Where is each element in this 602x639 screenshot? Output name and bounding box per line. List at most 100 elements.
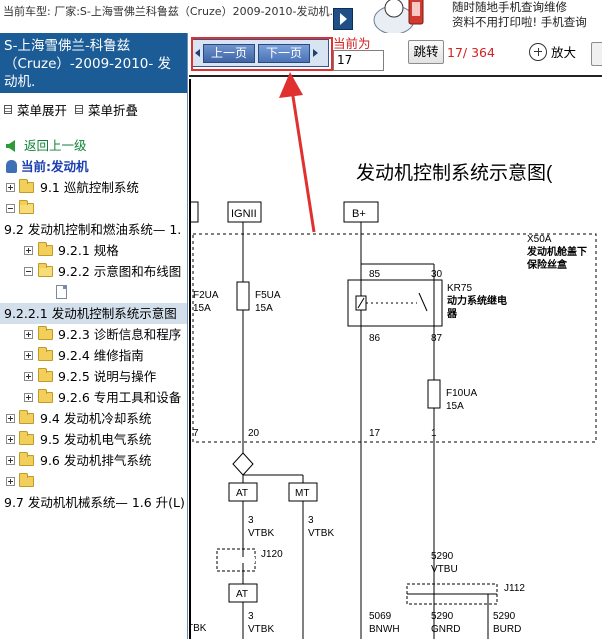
- tree-item-label: 9.2.4 维修指南: [58, 348, 144, 363]
- tree-item-label: 9.2.2 示意图和布线图: [58, 264, 182, 279]
- tree-item[interactable]: 9.4 发动机冷却系统: [0, 408, 187, 429]
- tree-item[interactable]: 9.2.6 专用工具和设备: [0, 387, 187, 408]
- relay-switch: [418, 292, 428, 312]
- tree-item-label: 9.2.3 诊断信息和程序: [58, 327, 182, 342]
- tree-item[interactable]: 9.5 发动机电气系统: [0, 429, 187, 450]
- tree-item-label: 9.4 发动机冷却系统: [40, 411, 152, 426]
- tree-item-label: 9.2.2.1 发动机控制系统示意图: [4, 306, 177, 321]
- fuse-box-outline: [192, 233, 597, 443]
- tree-item[interactable]: 9.6 发动机排气系统: [0, 450, 187, 471]
- expand-icon[interactable]: [6, 456, 15, 465]
- tree-item-label: 9.5 发动机电气系统: [40, 432, 152, 447]
- option-at-2: AT: [236, 589, 248, 600]
- tree-item-label: 9.2.6 专用工具和设备: [58, 390, 182, 405]
- page-number-input[interactable]: 17: [333, 50, 384, 71]
- option-mt: MT: [295, 488, 309, 499]
- tree-item[interactable]: 9.1 巡航控制系统: [0, 177, 187, 198]
- tree-item-label: 9.6 发动机排气系统: [40, 453, 152, 468]
- diagram-title: 发动机控制系统示意图(: [356, 162, 553, 184]
- tree-item[interactable]: 9.2.4 维修指南: [0, 345, 187, 366]
- ad-line-2: 资料不用打印啦! 手机查询: [452, 15, 587, 29]
- tree-view: 返回上一级 当前:发动机 9.1 巡航控制系统 9.2 发动机控制和燃油系统— …: [0, 135, 187, 513]
- expand-icon[interactable]: [24, 330, 33, 339]
- pin-1: 1: [431, 428, 437, 439]
- connector-ignii-label: IGNII: [231, 208, 257, 220]
- tree-item-label: 9.1 巡航控制系统: [40, 180, 139, 195]
- back-link[interactable]: 返回上一级: [0, 135, 187, 156]
- expand-icon[interactable]: [24, 351, 33, 360]
- expand-icon[interactable]: [24, 393, 33, 402]
- j112-label: J112: [504, 583, 525, 594]
- arrow-left-icon: [195, 49, 200, 57]
- pin-87: 87: [431, 333, 443, 344]
- folder-icon: [38, 326, 53, 340]
- tree-item[interactable]: [0, 282, 187, 303]
- collapse-icon[interactable]: [24, 267, 33, 276]
- menu-collapse-button[interactable]: 菜单折叠: [75, 100, 138, 119]
- pin-7: 7: [193, 428, 199, 439]
- next-page-button[interactable]: 下一页: [258, 43, 311, 63]
- annotation-arrow-head: [279, 72, 303, 98]
- tree-item[interactable]: 9.2.2 示意图和布线图: [0, 261, 187, 282]
- pin-17: 17: [369, 428, 381, 439]
- j120-label: J120: [261, 549, 283, 560]
- zoom-out-button[interactable]: [591, 42, 602, 66]
- x50a-name-2: 保险丝盒: [526, 258, 568, 271]
- zoom-in-label: 放大: [551, 45, 577, 60]
- connector-ignii: [227, 201, 262, 223]
- bottom-wire-burd: BURD: [493, 624, 521, 635]
- folder-icon: [19, 431, 34, 445]
- folder-icon: [19, 452, 34, 466]
- tree-item[interactable]: 9.2.1 规格: [0, 240, 187, 261]
- j120-gap: [231, 557, 255, 563]
- tree-item[interactable]: [0, 471, 187, 492]
- option-mt-box: [288, 482, 318, 502]
- expand-icon[interactable]: [24, 372, 33, 381]
- splice-diamond: [232, 452, 254, 476]
- tree-item[interactable]: 9.2 发动机控制和燃油系统— 1.: [0, 219, 187, 240]
- option-at-1: AT: [236, 488, 248, 499]
- prev-page-button[interactable]: 上一页: [203, 43, 256, 63]
- x50a-id: X50A: [527, 234, 552, 245]
- arrow-right-icon: [313, 49, 319, 57]
- back-arrow-icon: [6, 140, 15, 152]
- folder-icon: [19, 179, 34, 193]
- tree-item-label: 9.7 发动机机械系统— 1.6 升(L): [4, 495, 185, 510]
- expand-icon[interactable]: [6, 435, 15, 444]
- expand-icon[interactable]: [24, 246, 33, 255]
- tree-item[interactable]: 9.7 发动机机械系统— 1.6 升(L): [0, 492, 187, 513]
- tree-item[interactable]: [0, 198, 187, 219]
- tree-item-label: 9.2.5 说明与操作: [58, 369, 157, 384]
- tree-item[interactable]: 9.2.3 诊断信息和程序: [0, 324, 187, 345]
- option-at-box: [228, 482, 258, 502]
- expand-icon[interactable]: [6, 414, 15, 423]
- menu-expand-label: 菜单展开: [17, 103, 68, 118]
- collapse-icon[interactable]: [6, 204, 15, 213]
- expand-icon[interactable]: [6, 477, 15, 486]
- tree-item-selected[interactable]: 9.2.2.1 发动机控制系统示意图: [0, 303, 187, 324]
- ad-mascot-image[interactable]: [362, 0, 432, 33]
- main-content: 上一页 下一页 当前为 17 跳转 17/ 364 放大 发动机控制系统示意图(…: [189, 33, 602, 639]
- fuse-f10ua-amp: 15A: [446, 401, 464, 412]
- menu-expand-button[interactable]: 菜单展开: [4, 100, 67, 119]
- page-nav-group: 上一页 下一页: [191, 39, 329, 67]
- connector-box: [191, 201, 199, 223]
- option-at-box-2: [228, 583, 258, 603]
- wiring-diagram: 发动机控制系统示意图( IGNII B+ X50A 发动机舱盖下 保险丝盒 F2…: [189, 79, 602, 639]
- page-count: 17/ 364: [447, 45, 495, 60]
- zoom-in-button[interactable]: 放大: [529, 42, 576, 61]
- panel-toggle-button[interactable]: [333, 8, 353, 30]
- jump-button[interactable]: 跳转: [408, 40, 444, 64]
- tree-item[interactable]: 9.2.5 说明与操作: [0, 366, 187, 387]
- wire-3a: 3: [248, 515, 254, 526]
- bottom-wire-bnwh: BNWH: [369, 624, 400, 635]
- expand-icon[interactable]: [6, 183, 15, 192]
- car-info-text: 当前车型: 厂家:S-上海雪佛兰科鲁兹（Cruze）2009-2010-发动机.: [3, 5, 333, 18]
- wire-5290: 5290: [431, 551, 454, 562]
- folder-icon: [38, 242, 53, 256]
- folder-icon: [19, 473, 34, 487]
- ad-text[interactable]: 随时随地手机查询维修 资料不用打印啦! 手机查询: [452, 0, 602, 30]
- fuse-f5ua-symbol: [236, 281, 250, 311]
- page-toolbar: 上一页 下一页 当前为 17 跳转 17/ 364 放大: [189, 33, 602, 77]
- pin-86: 86: [369, 333, 381, 344]
